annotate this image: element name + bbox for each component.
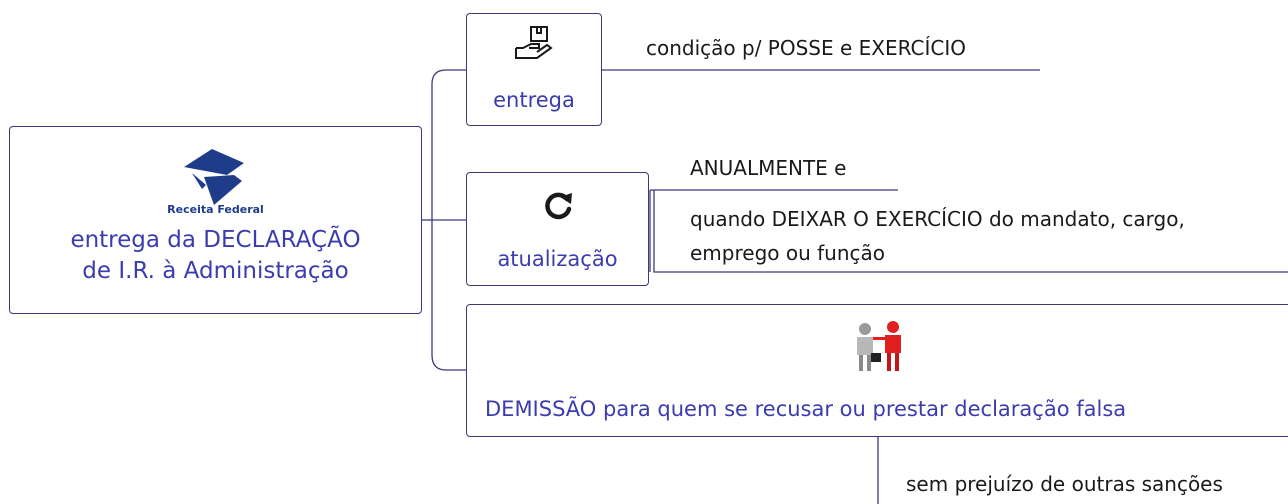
receita-federal-logo [182, 145, 252, 215]
atualizacao-label: atualização [497, 247, 618, 271]
demissao-node[interactable]: DEMISSÃO para quem se recusar ou prestar… [466, 304, 1288, 437]
atualizacao-node[interactable]: atualização [466, 172, 649, 286]
atualizacao-detail-2[interactable]: quando DEIXAR O EXERCÍCIO do mandato, ca… [690, 202, 1185, 270]
atualizacao-detail-2-line1: quando DEIXAR O EXERCÍCIO do mandato, ca… [690, 207, 1185, 231]
demissao-label: DEMISSÃO para quem se recusar ou prestar… [485, 397, 1127, 421]
root-node[interactable]: Receita Federal entrega da DECLARAÇÃO de… [9, 126, 422, 314]
atualizacao-detail-1[interactable]: ANUALMENTE e [690, 156, 847, 180]
refresh-icon [541, 189, 575, 223]
entrega-detail[interactable]: condição p/ POSSE e EXERCÍCIO [646, 36, 966, 60]
hand-package-icon [513, 24, 557, 62]
logo-text: Receita Federal [167, 203, 264, 216]
businessmen-pointing-icon [851, 319, 905, 373]
root-title-line1: entrega da DECLARAÇÃO [70, 227, 361, 253]
root-title-line2: de I.R. à Administração [82, 258, 349, 284]
entrega-label: entrega [493, 88, 575, 112]
entrega-node[interactable]: entrega [466, 13, 602, 126]
atualizacao-detail-2-line2: emprego ou função [690, 241, 886, 265]
demissao-detail[interactable]: sem prejuízo de outras sanções [906, 472, 1223, 496]
root-title: entrega da DECLARAÇÃO de I.R. à Administ… [10, 225, 421, 287]
